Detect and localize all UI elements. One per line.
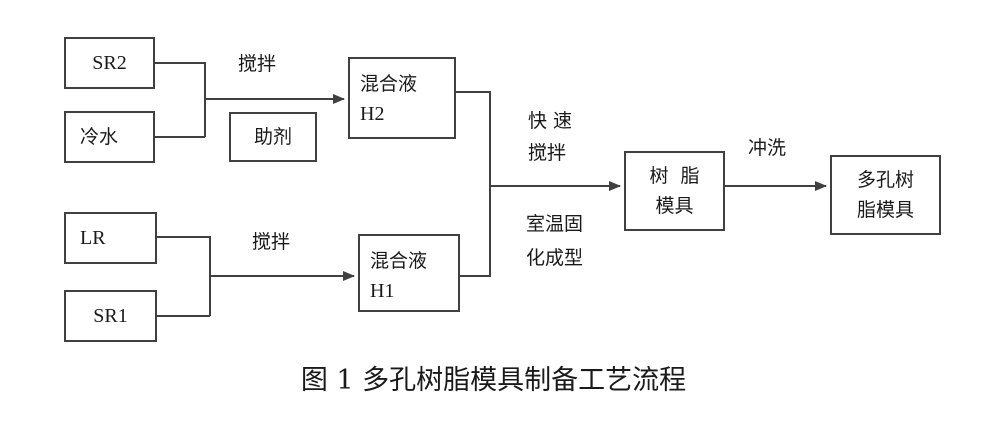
node-cold-water: 冷水 bbox=[64, 111, 155, 163]
edge-label-fast-stir-1: 快 速 bbox=[528, 110, 573, 132]
node-mix-h2-line1: 混合液 bbox=[360, 73, 418, 95]
node-lr-label: LR bbox=[80, 227, 106, 249]
node-sr2: SR2 bbox=[64, 37, 155, 89]
node-resin-mold-line2: 模具 bbox=[655, 195, 694, 217]
figure-caption: 图 1 多孔树脂模具制备工艺流程 bbox=[300, 365, 687, 396]
edge-h2-out bbox=[456, 91, 491, 277]
node-sr1: SR1 bbox=[64, 290, 157, 342]
node-sr1-label: SR1 bbox=[93, 305, 128, 327]
node-porous-mold-line1: 多孔树 bbox=[856, 169, 914, 191]
node-cold-water-label: 冷水 bbox=[80, 126, 119, 148]
node-sr2-label: SR2 bbox=[92, 52, 127, 74]
node-mix-h1-line1: 混合液 bbox=[370, 250, 428, 272]
node-porous-mold-line2: 脂模具 bbox=[856, 199, 914, 221]
node-mix-h1: 混合液 H1 bbox=[358, 234, 460, 312]
node-mix-h2-line2: H2 bbox=[360, 103, 385, 125]
edge-lr-out bbox=[157, 236, 211, 316]
node-mix-h2: 混合液 H2 bbox=[348, 57, 456, 139]
node-mix-h1-line2: H1 bbox=[370, 280, 395, 302]
node-lr: LR bbox=[64, 212, 157, 264]
node-additive: 助剂 bbox=[229, 112, 317, 162]
edge-sr2-out bbox=[155, 62, 206, 137]
node-additive-label: 助剂 bbox=[253, 126, 292, 148]
edge-label-stir-top: 搅拌 bbox=[238, 53, 277, 75]
edge-label-stir-bottom: 搅拌 bbox=[252, 231, 291, 253]
node-resin-mold: 树 脂 模具 bbox=[624, 151, 725, 231]
edge-label-fast-stir-2: 搅拌 bbox=[528, 142, 567, 164]
edge-label-cure-1: 室温固 bbox=[526, 213, 584, 235]
edge-label-cure-2: 化成型 bbox=[526, 247, 584, 269]
node-resin-mold-line1: 树 脂 bbox=[649, 165, 700, 187]
node-porous-mold: 多孔树 脂模具 bbox=[830, 155, 941, 235]
edge-label-rinse: 冲洗 bbox=[748, 137, 787, 159]
